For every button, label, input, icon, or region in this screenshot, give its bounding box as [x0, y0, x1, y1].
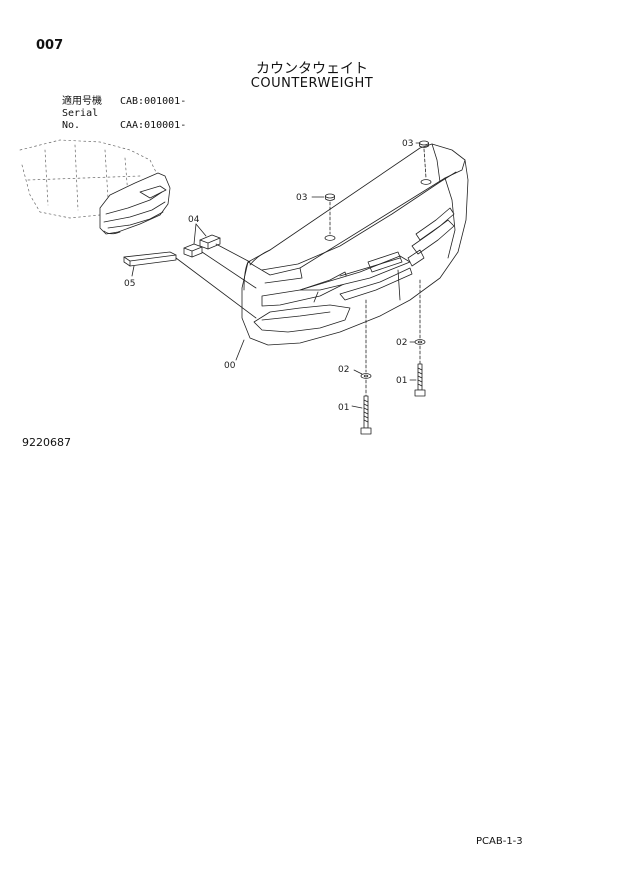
serial-label-japanese: 適用号機 [62, 96, 102, 107]
leader-04b [195, 223, 207, 237]
page-title-english: COUNTERWEIGHT [250, 76, 374, 91]
callout-04: 04 [188, 215, 200, 225]
callout-03-left: 03 [296, 193, 307, 203]
callout-01-left: 01 [338, 403, 349, 413]
serial-value-cab: CAB:001001- [120, 96, 187, 107]
leader-04a [193, 223, 197, 245]
document-id: 9220687 [22, 436, 71, 449]
serial-row-japanese: 適用号機 CAB:001001- [62, 96, 186, 108]
serial-value-caa: CAA:010001- [120, 120, 187, 131]
callout-05: 05 [124, 279, 135, 289]
leader-cap-2 [423, 148, 427, 179]
bolt-part [360, 363, 426, 435]
leader-pad-2 [215, 243, 251, 263]
page-number: 007 [36, 38, 64, 53]
leader-02a [353, 369, 363, 375]
counterweight-main [241, 143, 469, 346]
pad-parts [183, 234, 221, 258]
serial-row-english: Serial No. CAA:010001- [62, 108, 186, 132]
leader-pad [201, 251, 257, 289]
counterweight-overview [99, 172, 171, 235]
leader-00 [235, 339, 245, 361]
callout-01-right: 01 [396, 376, 407, 386]
leader-plate [175, 257, 257, 319]
leader-05 [131, 265, 135, 277]
callout-03-right: 03 [402, 139, 413, 149]
page-title-japanese: カウンタウェイト [256, 61, 368, 77]
callout-00: 00 [224, 361, 236, 371]
serial-label-english: Serial No. [62, 108, 99, 131]
washer-part [360, 339, 426, 379]
plate-part [123, 251, 177, 267]
leader-01a [351, 405, 363, 409]
footer-page-code: PCAB-1-3 [476, 836, 523, 847]
callout-02-right: 02 [396, 338, 407, 348]
callout-02-left: 02 [338, 365, 349, 375]
serial-number-block: 適用号機 CAB:001001- Serial No. CAA:010001- [62, 96, 186, 132]
